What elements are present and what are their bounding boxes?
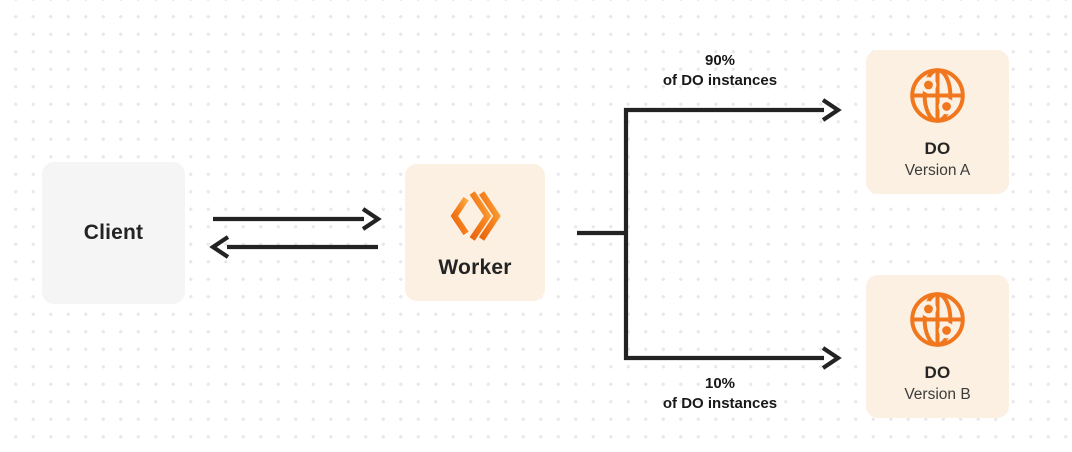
- worker-label: Worker: [438, 256, 512, 279]
- arrow-branch-to-do-b: [623, 233, 842, 370]
- do-a-title: DO: [924, 138, 951, 158]
- edge-label-90-line2: of DO instances: [662, 72, 778, 89]
- edge-label-90-percent: 90% of DO instances: [610, 51, 830, 91]
- durable-object-globe-icon: [907, 65, 968, 126]
- durable-object-globe-icon: [907, 289, 968, 350]
- cloudflare-workers-icon: [445, 185, 505, 247]
- edge-label-10-percent: 10% of DO instances: [610, 374, 830, 414]
- node-do-version-a: DO Version A: [866, 50, 1009, 194]
- client-label: Client: [83, 221, 144, 244]
- do-b-subtitle: Version B: [904, 386, 971, 403]
- node-client: Client: [42, 162, 185, 304]
- arrow-branch-to-do-a: [623, 98, 842, 233]
- node-worker: Worker: [405, 164, 545, 301]
- edge-label-10-line1: 10%: [704, 375, 736, 392]
- edge-label-90-line1: 90%: [704, 52, 736, 69]
- edge-label-10-line2: of DO instances: [662, 395, 778, 412]
- node-do-version-b: DO Version B: [866, 275, 1009, 418]
- do-b-title: DO: [924, 363, 951, 382]
- do-a-subtitle: Version A: [904, 161, 971, 179]
